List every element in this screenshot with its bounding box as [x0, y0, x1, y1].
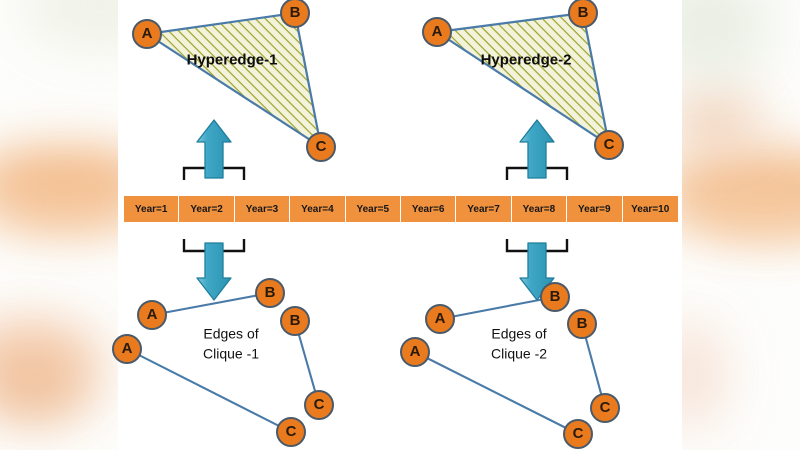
hyperedge-1-triangle	[145, 11, 323, 149]
clique-2-edge-0	[438, 295, 557, 321]
hyperedge-1-node-a-0: A	[132, 19, 162, 49]
hyperedge-2-node-c-2: C	[594, 130, 624, 160]
hyperedge-1-label: Hyperedge-1	[186, 51, 278, 69]
clique-2-node-a2: A	[400, 337, 430, 367]
timeline-cell-7[interactable]: Year=7	[456, 196, 512, 222]
arrow-up-left	[196, 119, 232, 179]
clique-1-edge-2	[125, 347, 293, 434]
timeline-cell-8[interactable]: Year=8	[511, 196, 568, 222]
clique-1-label: Edges of Clique -1	[203, 324, 259, 365]
clique-1-node-a1: A	[137, 300, 167, 330]
timeline-cell-1[interactable]: Year=1	[124, 196, 180, 222]
hyperedge-2-node-a-0: A	[422, 17, 452, 47]
backdrop-right	[680, 0, 800, 450]
clique-2-label-line2: Clique -2	[490, 346, 548, 362]
clique-2-label-line1: Edges of	[491, 325, 547, 342]
clique-2-node-c1: C	[590, 393, 620, 423]
clique-2-node-c2: C	[563, 419, 593, 449]
hyperedge-2-node-b-1: B	[568, 0, 598, 28]
backdrop-left	[0, 0, 120, 450]
clique-1-node-c2: C	[276, 417, 306, 447]
clique-1-edge-0	[150, 291, 272, 317]
clique-2-node-a1: A	[425, 304, 455, 334]
clique-1-node-b1: B	[255, 278, 285, 308]
hyperedge-1-node-c-2: C	[306, 132, 336, 162]
arrow-up-right	[519, 119, 555, 179]
hyperedge-2-label: Hyperedge-2	[480, 51, 572, 69]
timeline-cell-4[interactable]: Year=4	[290, 196, 346, 222]
hyperedge-2-triangle	[435, 11, 611, 147]
hyperedge-1-node-b-1: B	[280, 0, 310, 28]
clique-1-node-c1: C	[304, 390, 334, 420]
arrow-down-left	[196, 242, 232, 301]
clique-1-label-line1: Edges of	[203, 325, 259, 342]
clique-2-label: Edges of Clique -2	[491, 324, 547, 365]
timeline-cell-6[interactable]: Year=6	[400, 196, 457, 222]
timeline-cell-3[interactable]: Year=3	[234, 196, 291, 222]
hyperedge-shapes	[145, 11, 611, 149]
timeline-cell-9[interactable]: Year=9	[567, 196, 623, 222]
clique-2-edge-2	[413, 350, 580, 436]
clique-1-node-b2: B	[280, 306, 310, 336]
timeline-cell-2[interactable]: Year=2	[179, 196, 235, 222]
clique-1-node-a2: A	[112, 334, 142, 364]
clique-1-label-line2: Clique -1	[202, 346, 260, 362]
clique-2-node-b1: B	[540, 282, 570, 312]
timeline-cell-5[interactable]: Year=5	[345, 196, 401, 222]
clique-2-node-b2: B	[567, 309, 597, 339]
timeline-cell-10[interactable]: Year=10	[622, 196, 678, 222]
